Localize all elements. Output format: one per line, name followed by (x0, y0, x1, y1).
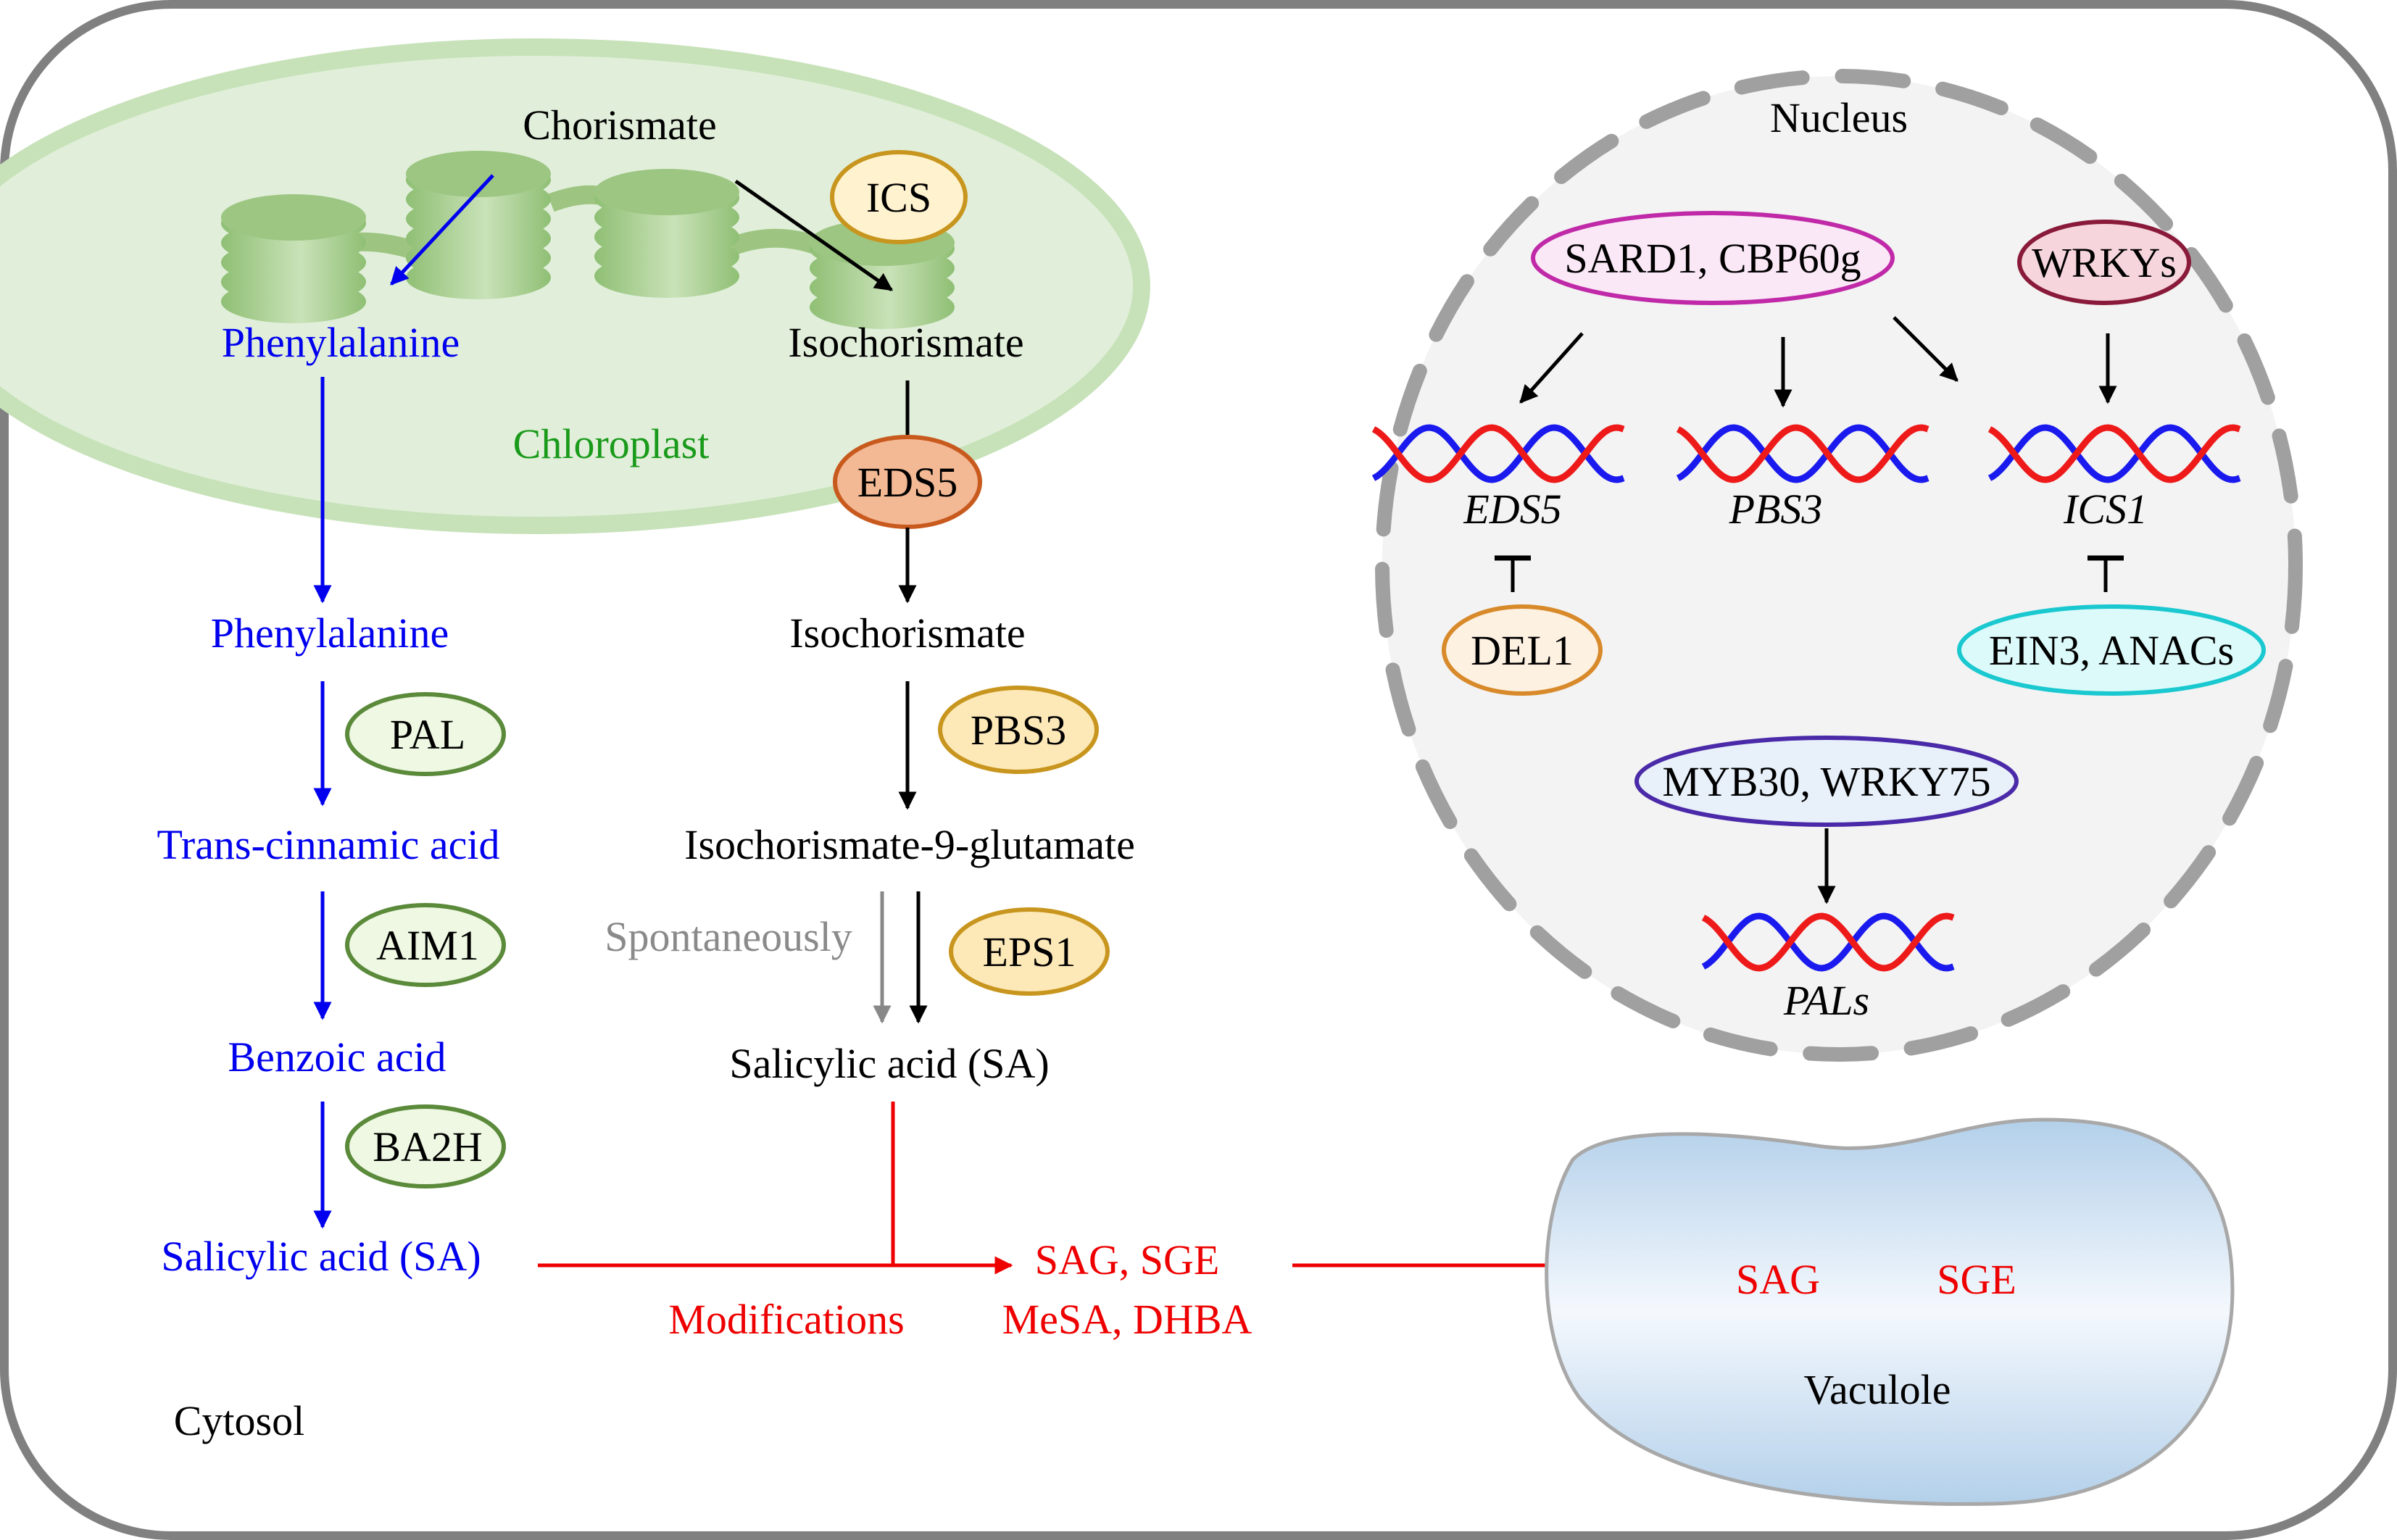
myb30-wrky75-regulator: MYB30, WRKY75 (1634, 736, 2019, 827)
ba2h-enzyme: BA2H (345, 1104, 506, 1189)
grana-stacks (221, 151, 955, 329)
svg-text:ICS: ICS (866, 174, 931, 221)
ics-metabolite-2: Salicylic acid (SA) (729, 1040, 1049, 1087)
phenylalanine-chloroplast-label: Phenylalanine (222, 319, 460, 366)
svg-text:BA2H: BA2H (373, 1123, 482, 1170)
pal-metabolite-1: Trans-cinnamic acid (157, 821, 499, 868)
eds5-transporter: EDS5 (833, 435, 982, 529)
gene-eds5-label: EDS5 (1463, 486, 1561, 533)
wrkys-regulator: WRKYs (2017, 220, 2191, 305)
modified-products-line2: MeSA, DHBA (1002, 1296, 1252, 1343)
nucleus-label: Nucleus (1770, 94, 1908, 141)
dna-ics1-icon (1987, 424, 2241, 483)
arrow-chorismate-to-phenylalanine (390, 174, 494, 286)
dna-pals-icon (1701, 912, 1955, 972)
spontaneously-label: Spontaneously (605, 913, 852, 960)
svg-text:MYB30, WRKY75: MYB30, WRKY75 (1662, 758, 1990, 805)
aim1-enzyme: AIM1 (345, 903, 506, 987)
dna-pbs3-icon (1676, 424, 1929, 483)
isochorismate-chloroplast-label: Isochorismate (788, 319, 1023, 366)
ics-metabolite-1: Isochorismate-9-glutamate (684, 821, 1135, 868)
arrow-sard1-to-ics1 (1893, 316, 1958, 382)
chorismate-label: Chorismate (523, 101, 716, 149)
inhibit-ein3-ics1 (2087, 555, 2124, 592)
gene-ics1-label: ICS1 (2063, 486, 2148, 533)
cytosol-label: Cytosol (174, 1397, 305, 1444)
granum-stack (594, 169, 739, 298)
inhibit-del1-eds5 (1495, 555, 1531, 592)
granum-stack (221, 194, 366, 323)
dna-eds5-icon (1371, 424, 1625, 483)
sard1-cbp60g-regulator: SARD1, CBP60g (1531, 211, 1895, 305)
vacuole: SAG SGE Vaculole (1545, 1117, 2235, 1506)
pal-enzyme: PAL (345, 692, 506, 776)
nucleus: Nucleus SARD1, CBP60g WRKYs EDS5 PBS3 IC… (1371, 69, 2303, 1062)
svg-text:PBS3: PBS3 (971, 707, 1066, 754)
vacuole-product-1: SGE (1937, 1256, 2016, 1303)
modified-products-line1: SAG, SGE (1035, 1236, 1220, 1283)
gene-pbs3-label: PBS3 (1729, 486, 1823, 533)
svg-text:EPS1: EPS1 (983, 928, 1076, 975)
svg-text:AIM1: AIM1 (376, 922, 479, 969)
arrow-sard1-to-eds5 (1519, 332, 1584, 404)
ics-pathway: Isochorismate PBS3 Isochorismate-9-gluta… (605, 609, 1135, 1087)
vacuole-label: Vaculole (1804, 1366, 1951, 1413)
pal-metabolite-0: Phenylalanine (211, 609, 449, 657)
eps1-enzyme: EPS1 (949, 907, 1110, 996)
chloroplast: Chorismate Phenylalanine Isochorismate C… (0, 38, 1150, 534)
del1-regulator: DEL1 (1442, 604, 1603, 696)
svg-text:PAL: PAL (390, 711, 465, 758)
modifications-label: Modifications (668, 1296, 904, 1343)
vacuole-product-0: SAG (1736, 1256, 1820, 1303)
svg-text:DEL1: DEL1 (1471, 627, 1574, 674)
ics-enzyme: ICS (830, 150, 968, 244)
pal-metabolite-3: Salicylic acid (SA) (161, 1233, 481, 1280)
pal-metabolite-2: Benzoic acid (228, 1033, 446, 1081)
chloroplast-label: Chloroplast (513, 420, 710, 467)
pbs3-enzyme: PBS3 (938, 686, 1099, 774)
ics-metabolite-0: Isochorismate (789, 609, 1025, 657)
pal-pathway: Phenylalanine PAL Trans-cinnamic acid AI… (157, 609, 506, 1280)
granum-stack (406, 151, 551, 299)
ein3-anacs-regulator: EIN3, ANACs (1957, 604, 2266, 696)
gene-pals-label: PALs (1783, 977, 1869, 1024)
svg-text:SARD1, CBP60g: SARD1, CBP60g (1564, 235, 1861, 282)
svg-text:EIN3, ANACs: EIN3, ANACs (1989, 627, 2234, 674)
svg-text:EDS5: EDS5 (857, 459, 958, 506)
arrow-chorismate-to-isochorismate (734, 179, 894, 292)
svg-text:WRKYs: WRKYs (2032, 239, 2177, 286)
